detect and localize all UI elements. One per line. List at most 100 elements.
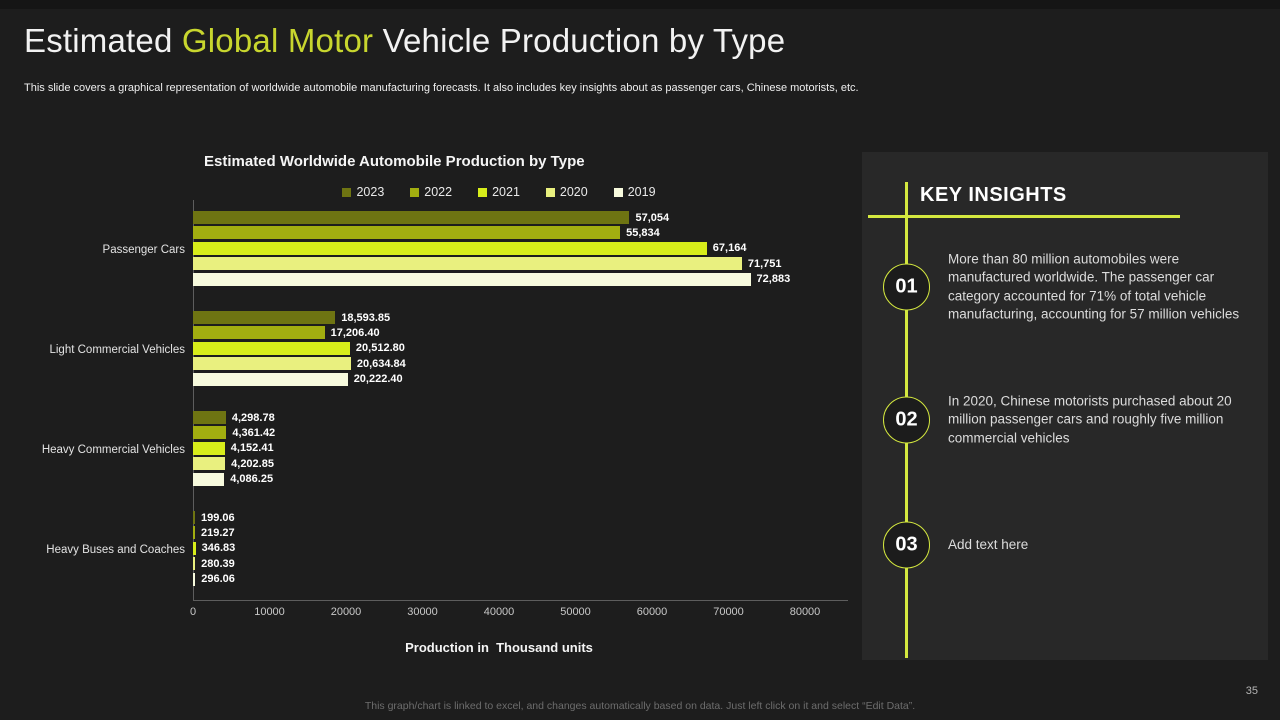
bar-row: 20,222.40 [193, 372, 805, 386]
bar-2022 [193, 526, 195, 540]
bar-2023 [193, 311, 336, 324]
bar-value-label: 71,751 [747, 257, 782, 270]
bar-row: 17,206.40 [193, 326, 805, 340]
legend-item-2023: 2023 [342, 185, 384, 199]
bar-row: 18,593.85 [193, 311, 805, 324]
bar-2022 [193, 226, 621, 240]
bar-row: 4,152.41 [193, 441, 805, 455]
bar-value-label: 280.39 [201, 557, 235, 570]
title-highlight: Global Motor [181, 22, 383, 59]
bar-row: 57,054 [193, 211, 805, 224]
bar-row: 20,512.80 [193, 341, 805, 355]
bar-value-label: 4,361.42 [232, 426, 276, 439]
bar-group: 199.06 219.27 346.83 280.39 296.06 [193, 500, 805, 600]
bar-row: 280.39 [193, 557, 805, 571]
x-tick-label: 60000 [636, 606, 668, 618]
legend-label: 2023 [356, 185, 385, 199]
bar-row: 71,751 [193, 257, 805, 271]
x-tick-label: 20000 [330, 606, 362, 618]
category-label: Heavy Commercial Vehicles [41, 444, 185, 456]
legend-item-2020: 2020 [545, 185, 588, 199]
legend-swatch-2019 [613, 187, 623, 197]
bar-value-label: 4,298.78 [231, 411, 275, 424]
insights-underline [868, 215, 1180, 218]
bar-row: 72,883 [193, 272, 805, 286]
legend-item-2021: 2021 [478, 185, 520, 199]
insight-text: In 2020, Chinese motorists purchased abo… [948, 393, 1232, 446]
insight-text: More than 80 million automobiles were ma… [948, 251, 1240, 322]
bar-2021 [193, 441, 225, 455]
bar-2023 [193, 511, 195, 524]
title-prefix: Estimated [24, 22, 182, 59]
legend-swatch-2022 [410, 187, 420, 197]
category-label: Light Commercial Vehicles [49, 344, 185, 356]
bar-value-label: 17,206.40 [330, 326, 380, 339]
bar-2019 [193, 272, 751, 286]
bar-2020 [193, 557, 196, 571]
x-tick-label: 80000 [789, 606, 821, 618]
bar-group: 18,593.85 17,206.40 20,512.80 20,634.84 20,2… [193, 300, 805, 400]
bar-value-label: 346.83 [201, 542, 236, 555]
legend-swatch-2020 [545, 187, 555, 197]
top-strip [0, 0, 1280, 9]
footer-note: This graph/chart is linked to excel, and… [364, 700, 916, 712]
bar-value-label: 4,202.85 [231, 457, 274, 470]
bar-row: 67,164 [193, 241, 805, 255]
bar-row: 4,086.25 [193, 472, 805, 486]
bar-row: 55,834 [193, 226, 805, 240]
bar-row: 20,634.84 [193, 357, 805, 371]
bar-value-label: 55,834 [626, 226, 660, 239]
legend-label: 2019 [627, 185, 656, 199]
bar-2019 [193, 372, 348, 386]
x-tick-label: 70000 [713, 606, 744, 618]
insight-text[interactable]: Add text here [948, 536, 1029, 552]
bar-row: 4,202.85 [193, 457, 805, 471]
page-number: 35 [1245, 685, 1258, 697]
bar-2019 [193, 572, 196, 586]
bar-row: 199.06 [193, 511, 805, 524]
key-insights-panel: KEY INSIGHTS 01 More than 80 million auto… [862, 152, 1268, 660]
legend-label: 2020 [559, 185, 588, 199]
bar-value-label: 20,222.40 [353, 373, 403, 386]
insight-number-badge: 03 [883, 521, 930, 569]
bar-value-label: 199.06 [201, 511, 235, 524]
bar-2020 [193, 257, 742, 271]
x-axis-title: Production in Thousand units [405, 640, 593, 655]
bar-value-label: 219.27 [201, 526, 235, 539]
category-label: Passenger Cars [102, 244, 185, 256]
chart-legend: 2023 2022 2021 2020 2019 [193, 185, 805, 199]
insights-heading: KEY INSIGHTS [920, 184, 1067, 206]
bar-2021 [193, 341, 350, 355]
bar-value-label: 20,634.84 [356, 357, 406, 370]
bar-2021 [193, 241, 707, 255]
bar-value-label: 18,593.85 [341, 311, 391, 324]
y-axis-line [193, 200, 194, 600]
legend-label: 2021 [492, 185, 520, 199]
category-label: Heavy Buses and Coaches [46, 544, 185, 556]
bar-2020 [193, 457, 226, 471]
legend-item-2019: 2019 [613, 185, 656, 199]
slide-title: Estimated Global Motor Vehicle Productio… [24, 22, 785, 60]
bar-group: 4,298.78 4,361.42 4,152.41 4,202.85 4,086.25 [193, 400, 805, 500]
bar-value-label: 72,883 [756, 273, 791, 286]
bar-2022 [193, 326, 325, 340]
bar-2021 [193, 541, 196, 555]
legend-swatch-2021 [478, 187, 488, 197]
bar-row: 296.06 [193, 572, 805, 586]
insight-number-badge: 01 [883, 263, 930, 311]
bar-2020 [193, 357, 351, 371]
bar-value-label: 57,054 [635, 211, 670, 224]
bar-2023 [193, 211, 630, 224]
legend-item-2022: 2022 [410, 185, 452, 199]
bar-2019 [193, 472, 225, 486]
bar-group: 57,054 55,834 67,164 71,751 72,883 [193, 200, 805, 300]
bar-row: 346.83 [193, 541, 805, 555]
bar-value-label: 20,512.80 [355, 342, 405, 355]
x-tick-label: 0 [189, 606, 197, 618]
x-axis-line [193, 600, 848, 601]
bar-value-label: 296.06 [201, 573, 235, 586]
